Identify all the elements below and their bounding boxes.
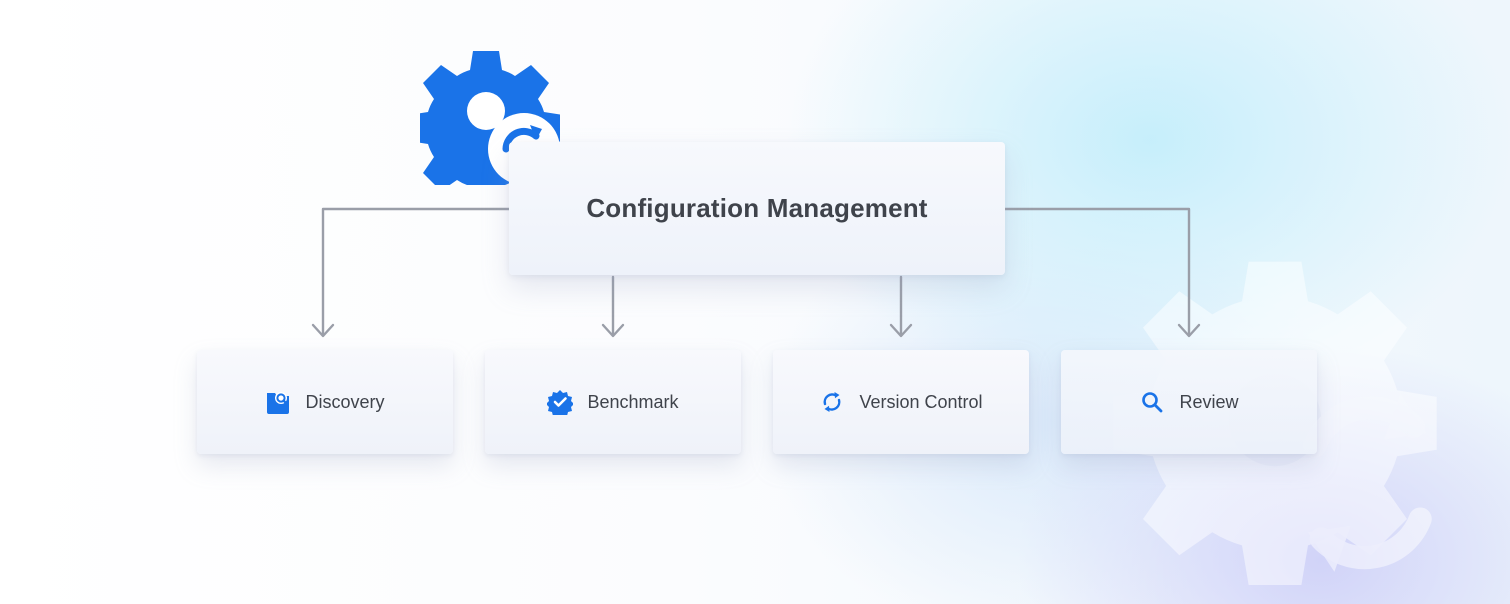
folder-search-icon — [265, 389, 291, 415]
node-version-control-label: Version Control — [859, 391, 983, 412]
node-discovery-label: Discovery — [305, 391, 385, 412]
node-version-control: Version Control — [773, 350, 1029, 454]
search-icon — [1139, 389, 1165, 415]
root-node-label: Configuration Management — [586, 193, 928, 223]
node-benchmark-label: Benchmark — [587, 391, 679, 412]
node-discovery: Discovery — [197, 350, 453, 454]
node-review: Review — [1061, 350, 1317, 454]
node-review-label: Review — [1179, 391, 1239, 412]
root-node: Configuration Management — [509, 142, 1005, 275]
sync-icon — [819, 389, 845, 415]
node-benchmark: Benchmark — [485, 350, 741, 454]
verified-badge-icon — [547, 389, 574, 415]
